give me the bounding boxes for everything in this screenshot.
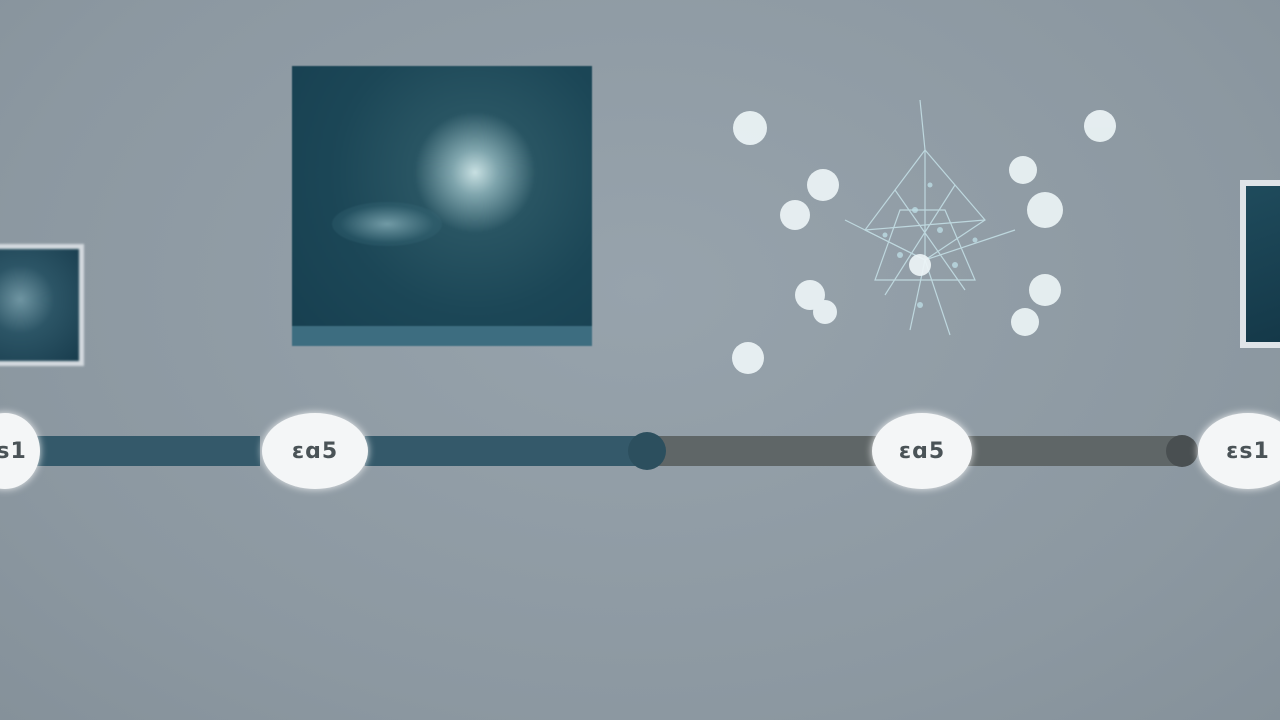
milestone-node[interactable]: ɛs1: [1198, 413, 1280, 489]
timeline-segment: [0, 436, 260, 466]
milestone-label: ɛɑ5: [291, 438, 339, 464]
photo-glow: [332, 202, 442, 246]
photo-caption-band: [292, 326, 592, 346]
milestone-label: ɛs1: [0, 438, 27, 464]
photo-left: [0, 244, 84, 366]
network-illustration: [732, 99, 1116, 374]
milestone-label: ɛɑ5: [898, 438, 946, 464]
timeline-marker: [1166, 435, 1198, 467]
timeline-marker: [628, 432, 666, 470]
photo-right: [1240, 180, 1280, 348]
milestone-node[interactable]: ɛɑ5: [872, 413, 972, 489]
milestone-node[interactable]: ɛɑ5: [262, 413, 368, 489]
timeline-segment: [647, 436, 880, 466]
timeline-segment: [965, 436, 1185, 466]
timeline-segment: [365, 436, 647, 466]
milestone-label: ɛs1: [1226, 438, 1270, 464]
photo-main: [292, 66, 592, 346]
milestone-node[interactable]: ɛs1: [0, 413, 40, 489]
